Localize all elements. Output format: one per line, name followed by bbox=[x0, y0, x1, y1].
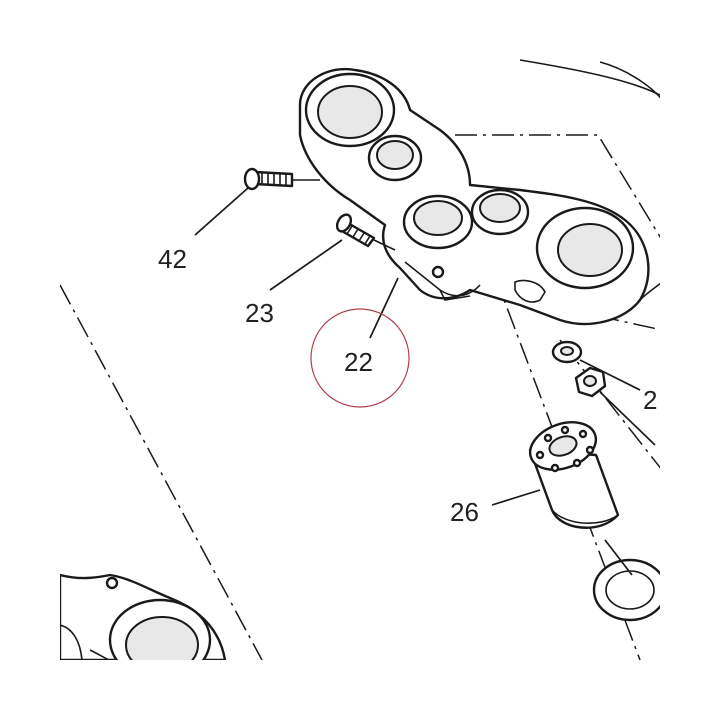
callout-22: 22 bbox=[344, 347, 373, 377]
bolt-part-23 bbox=[335, 213, 396, 251]
steering-nut-part-26 bbox=[528, 421, 620, 529]
callout-42: 42 bbox=[158, 244, 187, 274]
leader-22 bbox=[369, 277, 399, 339]
leader-42 bbox=[194, 187, 249, 236]
frame-outline bbox=[519, 59, 660, 96]
lower-yoke-part bbox=[60, 573, 227, 660]
axis-line-left bbox=[60, 284, 263, 660]
leader-23 bbox=[269, 239, 343, 291]
nut-part bbox=[574, 366, 607, 398]
axis-line-top bbox=[455, 134, 660, 239]
callout-23: 23 bbox=[245, 298, 274, 328]
leader-seal bbox=[604, 539, 633, 576]
top-yoke-part-22 bbox=[298, 67, 650, 326]
washer-part bbox=[551, 340, 583, 364]
leader-26 bbox=[491, 489, 541, 506]
axis-line-right bbox=[559, 339, 660, 469]
callout-2-partial: 2 bbox=[643, 385, 657, 415]
leader-2x-a bbox=[579, 359, 641, 391]
highlight-circle-22 bbox=[310, 308, 410, 408]
axis-line-bolt bbox=[524, 299, 660, 331]
callout-26: 26 bbox=[450, 497, 479, 527]
frame-outline-2 bbox=[599, 61, 660, 99]
leader-2x-b bbox=[599, 391, 656, 446]
seal-ring-part bbox=[592, 558, 660, 622]
bolt-part-42 bbox=[243, 167, 320, 191]
